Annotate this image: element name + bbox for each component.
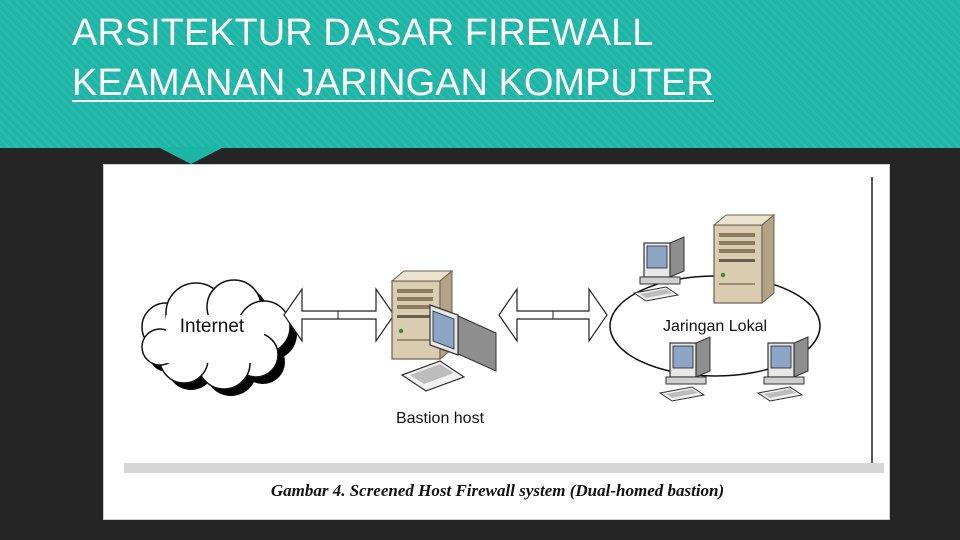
title-banner xyxy=(0,0,960,148)
figure-caption: Gambar 4. Screened Host Firewall system … xyxy=(270,481,725,500)
slide-title: ARSITEKTUR DASAR FIREWALL xyxy=(72,12,654,54)
double-headed-arrow-icon xyxy=(283,287,395,343)
lan-label: Jaringan Lokal xyxy=(663,318,767,335)
slide-subtitle: KEAMANAN JARINGAN KOMPUTER xyxy=(72,62,714,104)
internet-cloud-icon xyxy=(141,279,297,396)
lan-server-icon xyxy=(713,214,775,304)
bastion-host-label: Bastion host xyxy=(396,410,485,427)
banner-notch xyxy=(158,147,224,164)
bastion-host-monitor-icon xyxy=(400,304,497,392)
network-diagram: Internet Bastion host Jaringan Lokal xyxy=(124,177,884,473)
figure-panel: Internet Bastion host Jaringan Lokal xyxy=(103,164,890,520)
internet-label: Internet xyxy=(180,316,245,337)
frame-bottom-shadow xyxy=(124,463,884,473)
